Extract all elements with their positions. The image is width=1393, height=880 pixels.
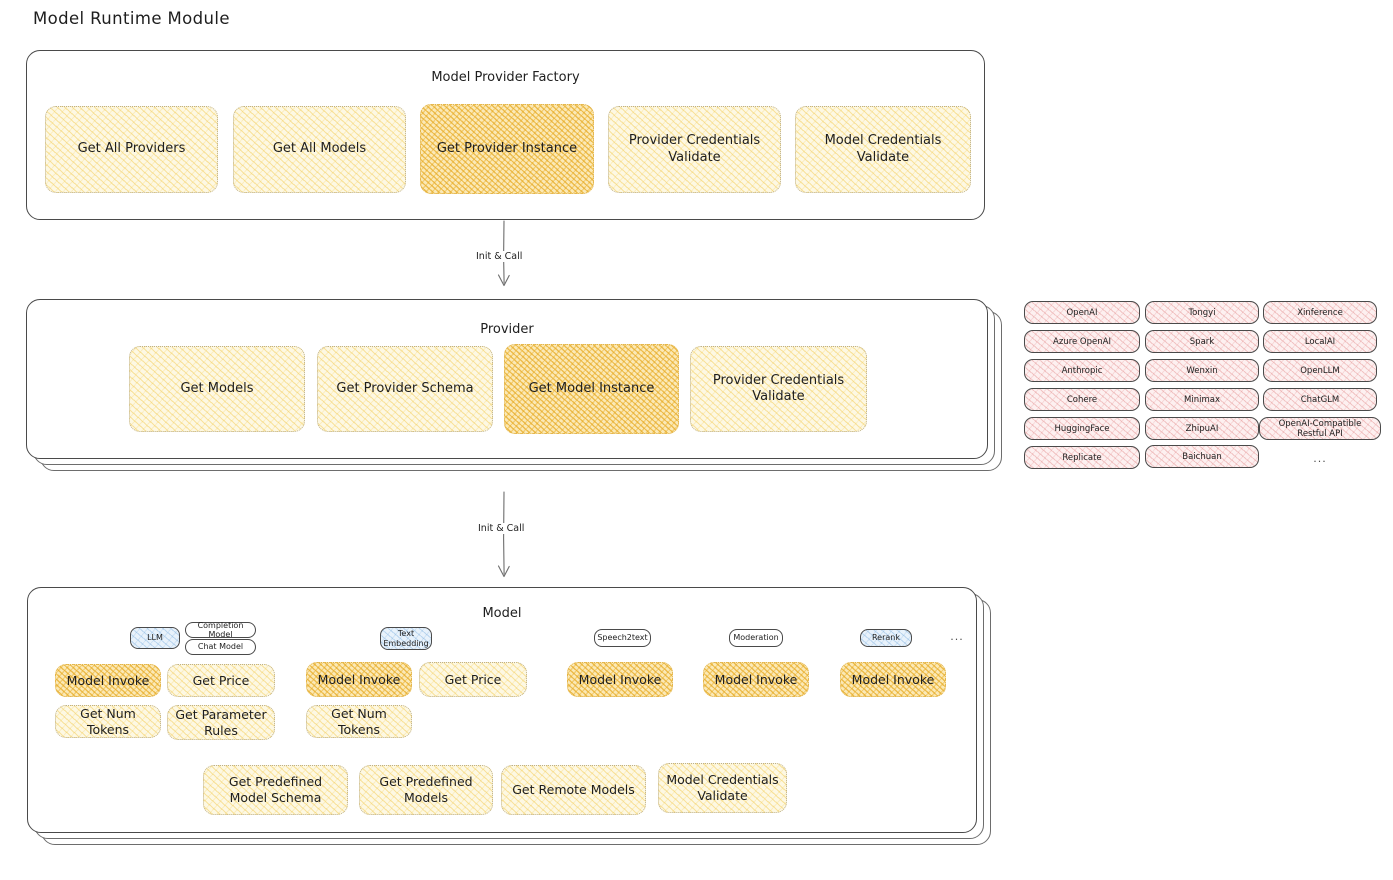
- model-type-badge-llm[interactable]: LLM: [130, 627, 180, 649]
- arrow-label-init-call-1: Init & Call: [472, 251, 527, 262]
- provider-chip-cohere[interactable]: Cohere: [1024, 388, 1140, 411]
- factory-node-get-all-providers[interactable]: Get All Providers: [45, 106, 218, 193]
- provider-chip-tongyi[interactable]: Tongyi: [1145, 301, 1259, 324]
- provider-chip-azure-openai[interactable]: Azure OpenAI: [1024, 330, 1140, 353]
- provider-node-get-provider-schema[interactable]: Get Provider Schema: [317, 346, 493, 432]
- moderation-node-model-invoke[interactable]: Model Invoke: [703, 662, 809, 697]
- model-subtype-badge-completion-model[interactable]: Completion Model: [185, 621, 256, 639]
- model-common-node-get-remote-models[interactable]: Get Remote Models: [501, 765, 646, 815]
- llm-node-model-invoke[interactable]: Model Invoke: [55, 664, 161, 697]
- rerank-node-model-invoke[interactable]: Model Invoke: [840, 662, 946, 697]
- llm-node-get-price[interactable]: Get Price: [167, 664, 275, 697]
- provider-chip-minimax[interactable]: Minimax: [1145, 388, 1259, 411]
- provider-chip-baichuan[interactable]: Baichuan: [1145, 445, 1259, 468]
- model-type-badge-text-embedding[interactable]: Text Embedding: [380, 627, 432, 650]
- arrow-provider-to-model: [493, 491, 515, 585]
- provider-chip-chatglm[interactable]: ChatGLM: [1263, 388, 1377, 411]
- provider-chip-spark[interactable]: Spark: [1145, 330, 1259, 353]
- text-embedding-node-model-invoke[interactable]: Model Invoke: [306, 662, 412, 697]
- provider-chip-replicate[interactable]: Replicate: [1024, 446, 1140, 469]
- model-types-more: ...: [950, 630, 964, 643]
- page-title: Model Runtime Module: [33, 9, 230, 28]
- provider-chip-wenxin[interactable]: Wenxin: [1145, 359, 1259, 382]
- llm-node-get-num-tokens[interactable]: Get Num Tokens: [55, 705, 161, 738]
- llm-node-get-parameter-rules[interactable]: Get Parameter Rules: [167, 705, 275, 740]
- model-provider-factory-title: Model Provider Factory: [431, 70, 580, 85]
- model-title: Model: [482, 606, 522, 621]
- factory-node-get-provider-instance[interactable]: Get Provider Instance: [420, 104, 594, 194]
- factory-node-get-all-models[interactable]: Get All Models: [233, 106, 406, 193]
- provider-chip-anthropic[interactable]: Anthropic: [1024, 359, 1140, 382]
- provider-node-provider-credentials-validate[interactable]: Provider Credentials Validate: [690, 346, 867, 432]
- provider-chip-xinference[interactable]: Xinference: [1263, 301, 1377, 324]
- text-embedding-node-get-num-tokens[interactable]: Get Num Tokens: [306, 705, 412, 738]
- provider-chip-openllm[interactable]: OpenLLM: [1263, 359, 1377, 382]
- model-type-badge-rerank[interactable]: Rerank: [860, 629, 912, 647]
- model-subtype-badge-chat-model[interactable]: Chat Model: [185, 639, 256, 655]
- provider-chip-openai[interactable]: OpenAI: [1024, 301, 1140, 324]
- provider-chip-zhipuai[interactable]: ZhipuAI: [1145, 417, 1259, 440]
- speech2text-node-model-invoke[interactable]: Model Invoke: [567, 662, 673, 697]
- model-type-badge-speech2text[interactable]: Speech2text: [594, 629, 651, 647]
- factory-node-provider-credentials-validate[interactable]: Provider Credentials Validate: [608, 106, 781, 193]
- provider-node-get-models[interactable]: Get Models: [129, 346, 305, 432]
- provider-node-get-model-instance[interactable]: Get Model Instance: [504, 344, 679, 434]
- arrow-label-init-call-2: Init & Call: [474, 523, 529, 534]
- provider-chip-localai[interactable]: LocalAI: [1263, 330, 1377, 353]
- provider-list-more: ...: [1313, 452, 1327, 465]
- model-common-node-get-predefined-models[interactable]: Get Predefined Models: [359, 765, 493, 815]
- provider-title: Provider: [480, 322, 534, 337]
- model-type-badge-moderation[interactable]: Moderation: [729, 629, 783, 647]
- provider-chip-openai-compatible-restful-api[interactable]: OpenAI-Compatible Restful API: [1259, 417, 1381, 440]
- text-embedding-node-get-price[interactable]: Get Price: [419, 662, 527, 697]
- provider-chip-huggingface[interactable]: HuggingFace: [1024, 417, 1140, 440]
- model-common-node-get-predefined-model-schema[interactable]: Get Predefined Model Schema: [203, 765, 348, 815]
- model-common-node-model-credentials-validate[interactable]: Model Credentials Validate: [658, 763, 787, 813]
- factory-node-model-credentials-validate[interactable]: Model Credentials Validate: [795, 106, 971, 193]
